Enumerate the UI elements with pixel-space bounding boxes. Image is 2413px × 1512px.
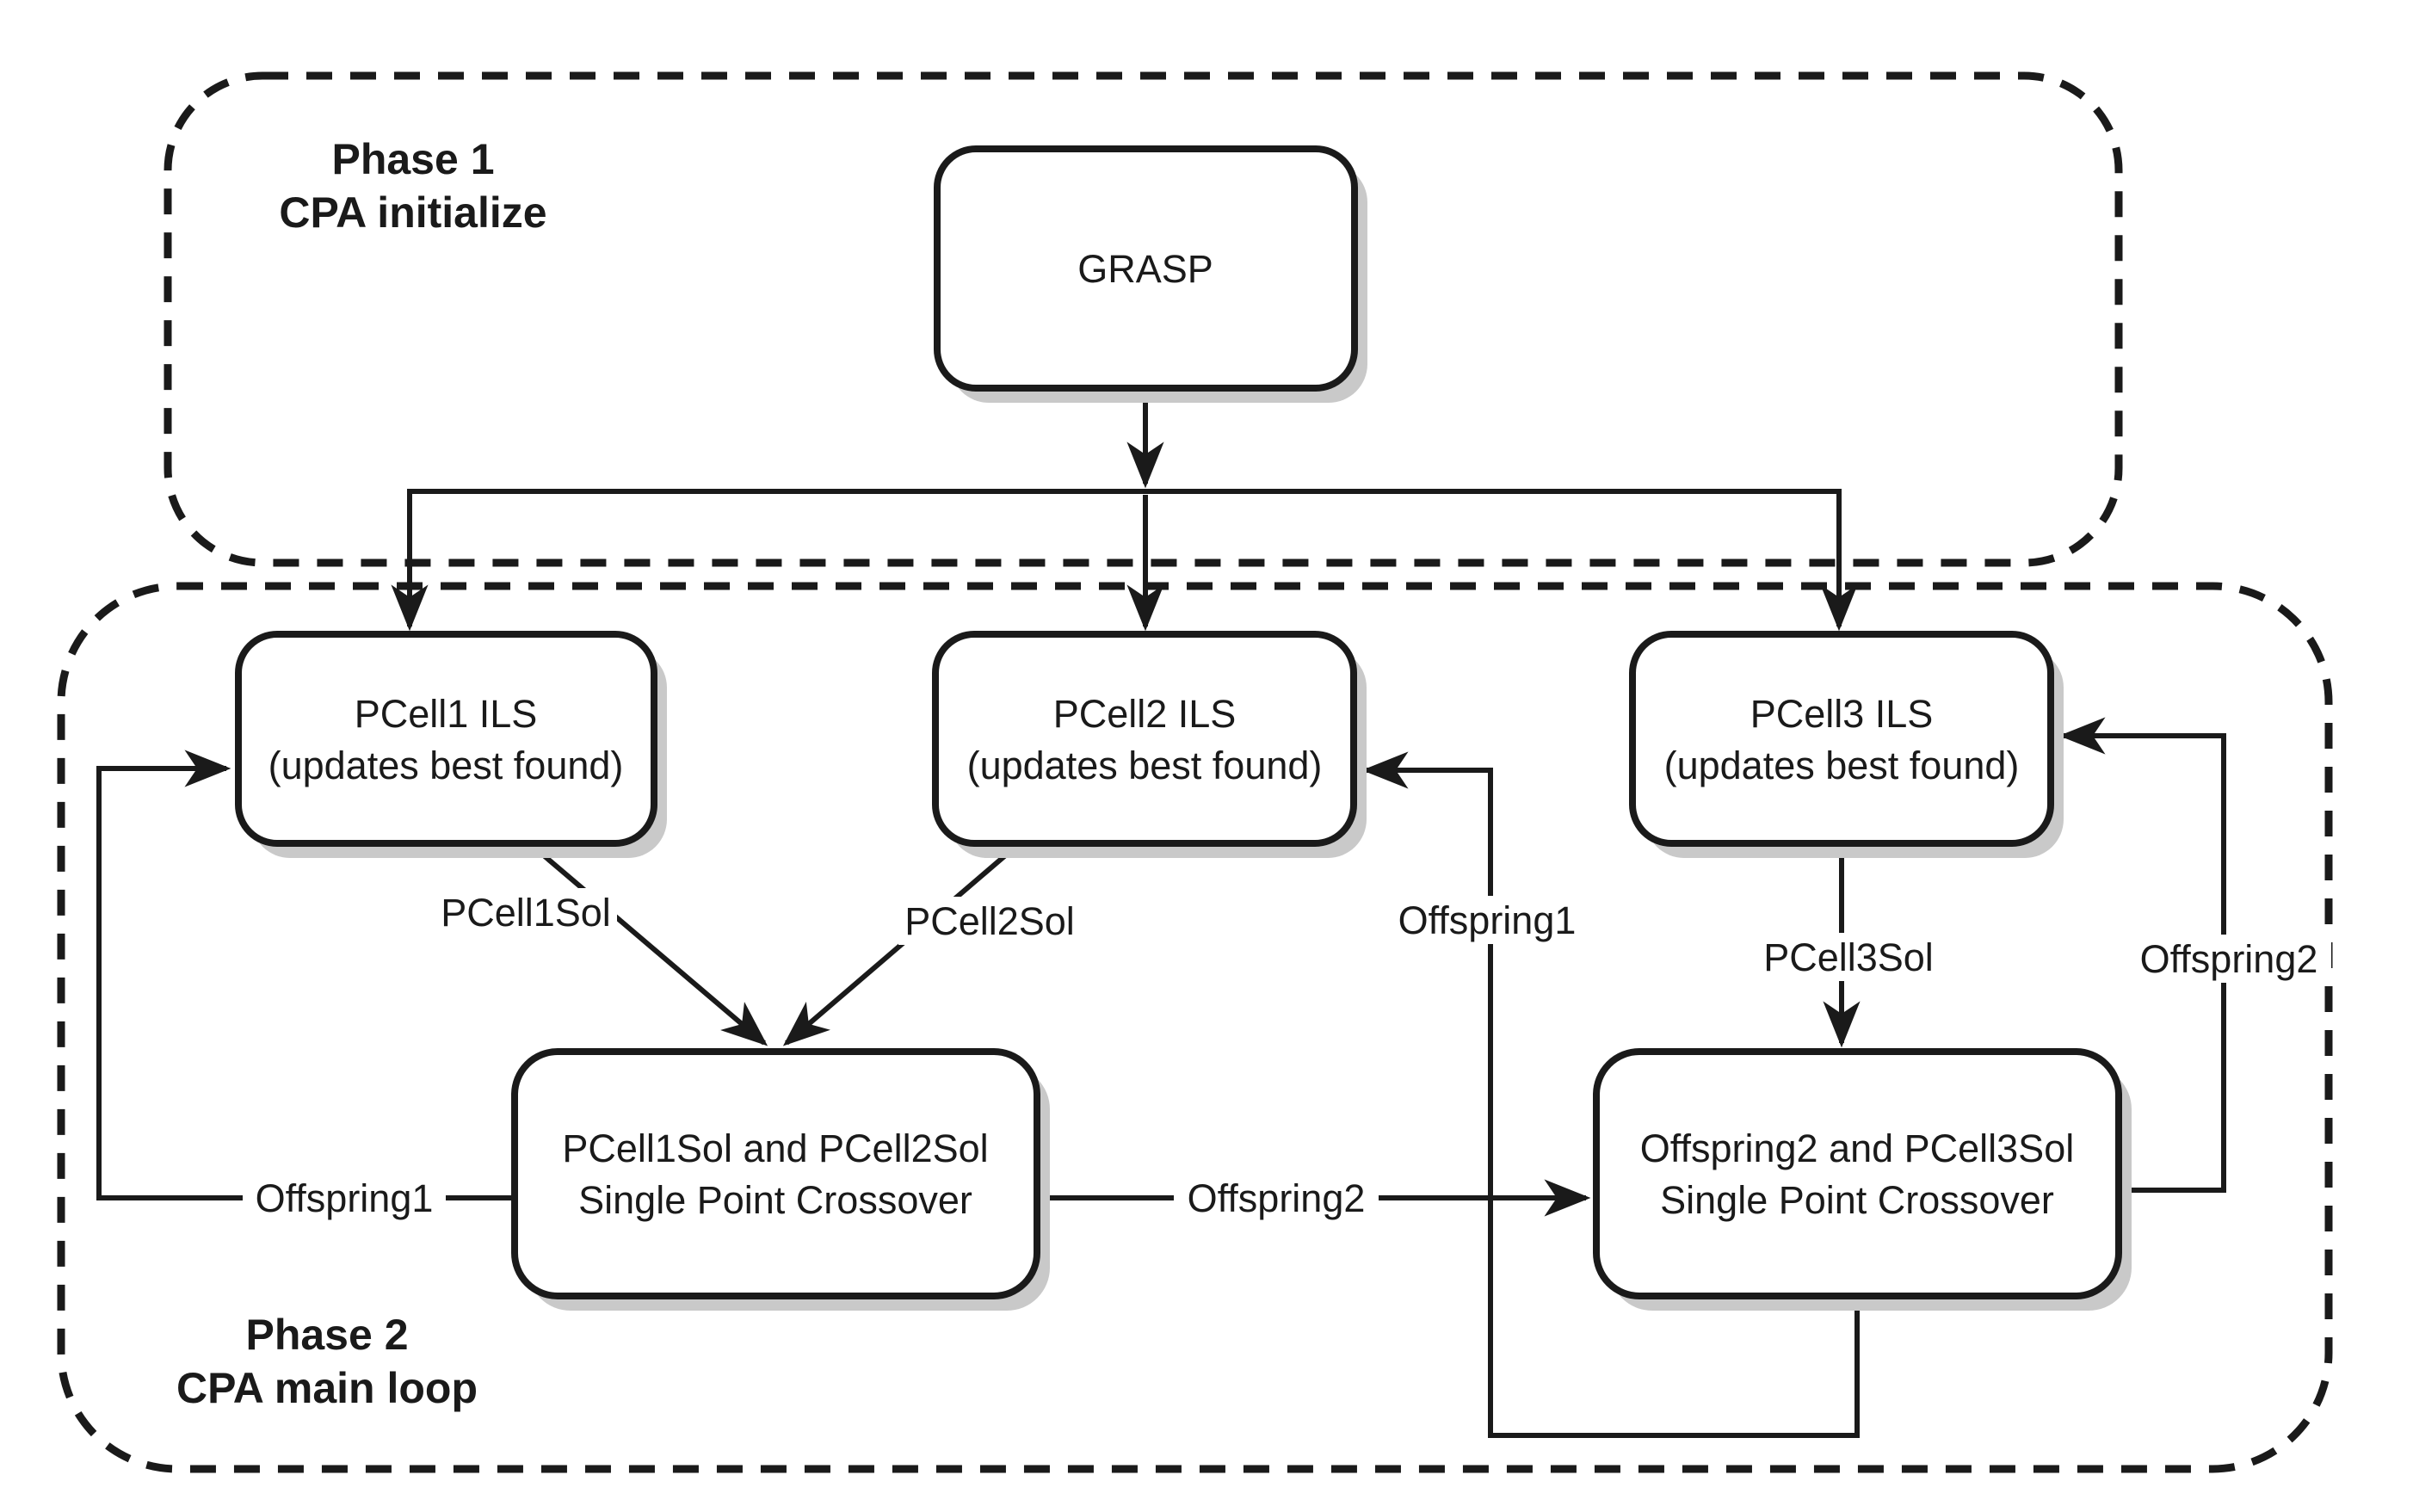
crossover1-label-line2: Single Point Crossover: [578, 1178, 972, 1222]
crossover2-label-line2: Single Point Crossover: [1660, 1178, 2054, 1222]
offspring2-mid-label-bg: [1174, 1176, 1379, 1220]
pcell2sol-label: PCell2Sol: [904, 899, 1075, 943]
node-crossover1: PCell1Sol and PCell2Sol Single Point Cro…: [511, 1048, 1050, 1311]
pcell3sol-label: PCell3Sol: [1763, 935, 1934, 979]
offspring1-feedback-label: Offspring1: [1398, 898, 1577, 942]
pcell2sol-label-bg: [898, 897, 1081, 945]
node-pcell1-ils: PCell1 ILS (updates best found): [235, 631, 667, 858]
node-crossover2: Offspring2 and PCell3Sol Single Point Cr…: [1593, 1048, 2132, 1311]
offspring1-left-label: Offspring1: [256, 1176, 434, 1220]
offspring1-left-label-bg: [243, 1176, 446, 1220]
phase2-region: [57, 582, 2333, 1473]
pcell1sol-label-bg: [435, 888, 617, 936]
grasp-box: [934, 145, 1358, 392]
crossover2-label-line1: Offspring2 and PCell3Sol: [1640, 1126, 2074, 1170]
pcell2-box: [932, 631, 1357, 847]
edge-label-offspring1-feedback: Offspring1: [1385, 896, 1589, 944]
edge-offspring1-to-pcell2: [1361, 751, 1860, 1438]
edge-pcell1sol: [532, 844, 768, 1046]
phase1-region: [164, 71, 2123, 567]
pcell2-label-line2: (updates best found): [967, 744, 1323, 787]
grasp-label: GRASP: [1077, 247, 1213, 291]
offspring2-mid-label: Offspring2: [1188, 1176, 1366, 1220]
pcell1-label-line2: (updates best found): [268, 744, 624, 787]
node-pcell2-ils: PCell2 ILS (updates best found): [932, 631, 1367, 858]
node-grasp: GRASP: [934, 145, 1367, 403]
crossover1-label-line1: PCell1Sol and PCell2Sol: [562, 1126, 988, 1170]
edge-label-offspring2-feedback: Offspring2: [2126, 935, 2331, 983]
edge-label-offspring1-left: Offspring1: [243, 1176, 446, 1220]
pcell3-label-line1: PCell3 ILS: [1750, 692, 1934, 736]
edge-label-offspring2-mid: Offspring2: [1174, 1176, 1379, 1220]
crossover2-box: [1593, 1048, 2122, 1299]
phase2-title-line1: Phase 2: [245, 1311, 408, 1359]
phase1-title-line2: CPA initialize: [279, 188, 546, 237]
pcell1sol-label: PCell1Sol: [441, 891, 611, 935]
pcell1-box: [235, 631, 657, 847]
pcell1-label-line1: PCell1 ILS: [355, 692, 538, 736]
phase2-title-line2: CPA main loop: [176, 1364, 478, 1412]
pcell2-label-line1: PCell2 ILS: [1053, 692, 1237, 736]
offspring1-feedback-label-bg: [1385, 896, 1589, 944]
phase1-title-line1: Phase 1: [331, 135, 494, 183]
edge-label-pcell2sol: PCell2Sol: [898, 897, 1081, 945]
offspring2-feedback-label-bg: [2126, 935, 2331, 983]
crossover1-box: [511, 1048, 1040, 1299]
pcell3-box: [1629, 631, 2054, 847]
edge-label-pcell1sol: PCell1Sol: [435, 888, 617, 936]
pcell3-label-line2: (updates best found): [1664, 744, 2020, 787]
pcell3sol-label-bg: [1757, 933, 1940, 981]
offspring2-feedback-label: Offspring2: [2140, 937, 2318, 981]
node-pcell3-ils: PCell3 ILS (updates best found): [1629, 631, 2064, 858]
edge-label-pcell3sol: PCell3Sol: [1757, 933, 1940, 981]
